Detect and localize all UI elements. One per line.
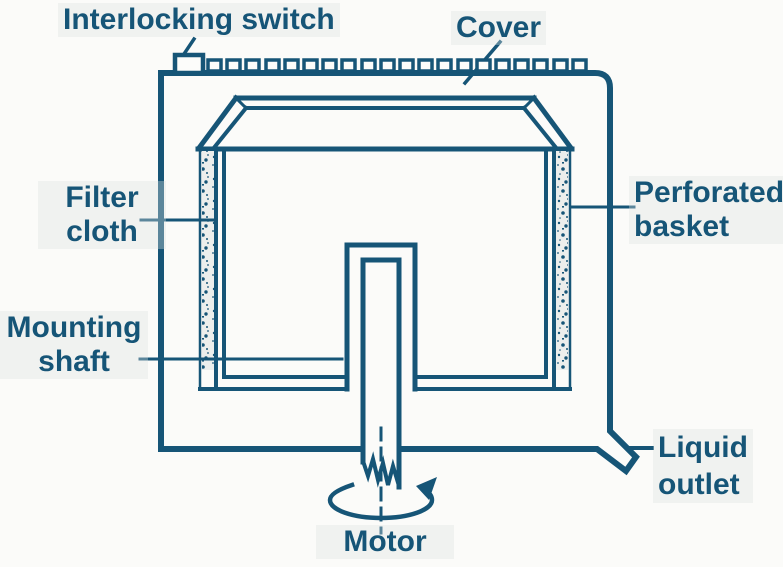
rotation-arrowhead xyxy=(416,477,437,500)
label-line: cloth xyxy=(66,215,138,248)
filter-cloth-left xyxy=(198,149,214,390)
label-line: basket xyxy=(634,210,730,243)
label-line: Mounting xyxy=(6,311,142,344)
label-cover: Cover xyxy=(451,11,547,45)
label-filter-cloth: Filter cloth xyxy=(38,181,166,249)
basket-floor xyxy=(198,375,572,391)
outer-casing xyxy=(158,70,640,476)
label-line: Perforated xyxy=(634,176,783,209)
basket-wall-left xyxy=(214,149,226,390)
label-line: Liquid xyxy=(658,431,748,464)
cover-strip xyxy=(206,58,588,73)
basket-wall-right xyxy=(544,149,556,390)
rotation-arrow xyxy=(327,477,437,521)
label-line: shaft xyxy=(38,345,110,378)
label-perforated-basket: Perforated basket xyxy=(629,176,783,244)
label-interlocking-switch: Interlocking switch xyxy=(58,3,340,37)
label-mounting-shaft: Mounting shaft xyxy=(0,311,148,379)
label-line: outlet xyxy=(658,468,740,501)
basket-rim xyxy=(195,94,575,152)
filter-cloth-right xyxy=(556,149,572,390)
label-liquid-outlet: Liquid outlet xyxy=(653,429,753,503)
label-line: Filter xyxy=(65,181,139,214)
interlocking-switch-shape xyxy=(172,52,206,76)
label-motor: Motor xyxy=(316,525,454,559)
